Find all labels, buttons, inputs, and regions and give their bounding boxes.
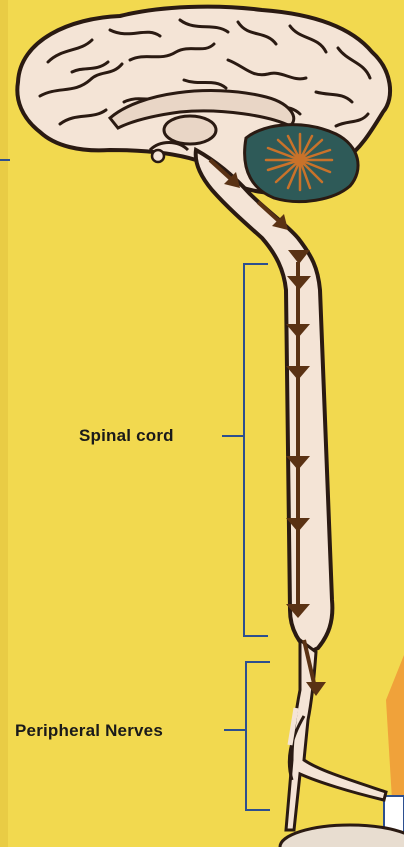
peripheral-nerves-label: Peripheral Nerves [15, 721, 163, 741]
cerebellum-illustration [245, 125, 358, 202]
spinal-cord-label: Spinal cord [79, 426, 174, 446]
